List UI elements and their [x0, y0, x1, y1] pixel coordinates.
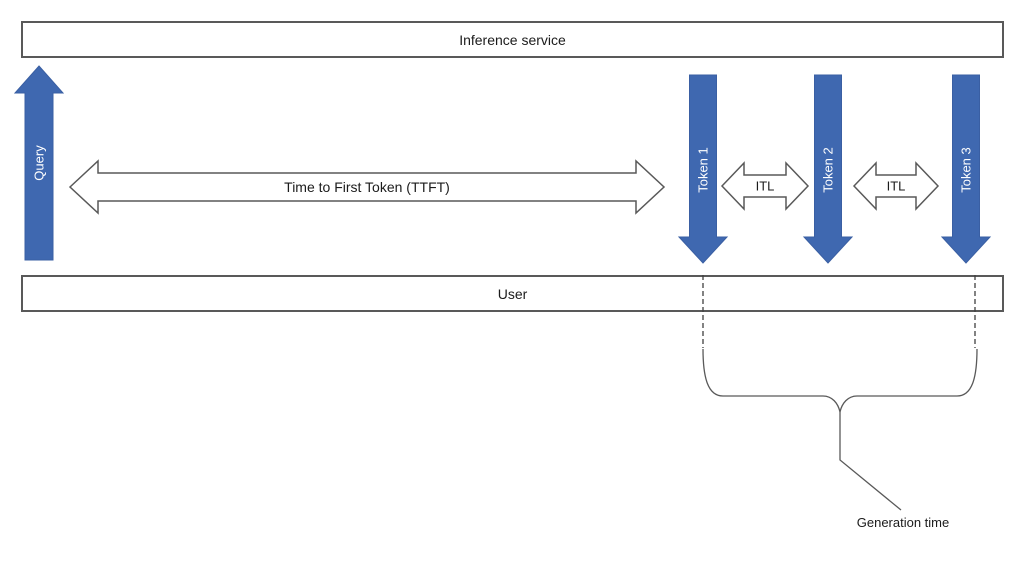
user-bar: User [21, 275, 1004, 312]
itl-arrow-1 [720, 161, 810, 211]
query-arrow [13, 65, 65, 261]
itl-arrow-2 [852, 161, 940, 211]
token-arrow-1 [677, 74, 729, 264]
inference-service-bar: Inference service [21, 21, 1004, 58]
ttft-arrow [68, 159, 666, 215]
generation-pointer-line [839, 412, 902, 511]
ttft-arrow-label: Time to First Token (TTFT) [284, 179, 450, 195]
token-arrow-1-label: Token 1 [696, 147, 711, 193]
generation-time-label: Generation time [856, 515, 950, 530]
query-arrow-label: Query [32, 145, 47, 181]
inference-service-label: Inference service [459, 31, 566, 48]
token-arrow-2 [802, 74, 854, 264]
user-label: User [497, 285, 528, 302]
token-arrow-3-label: Token 3 [959, 147, 974, 193]
token-arrow-3 [940, 74, 992, 264]
itl-arrow-1-label: ITL [756, 179, 775, 194]
token-arrow-2-label: Token 2 [821, 147, 836, 193]
generation-brace [702, 348, 978, 413]
itl-arrow-2-label: ITL [887, 179, 906, 194]
